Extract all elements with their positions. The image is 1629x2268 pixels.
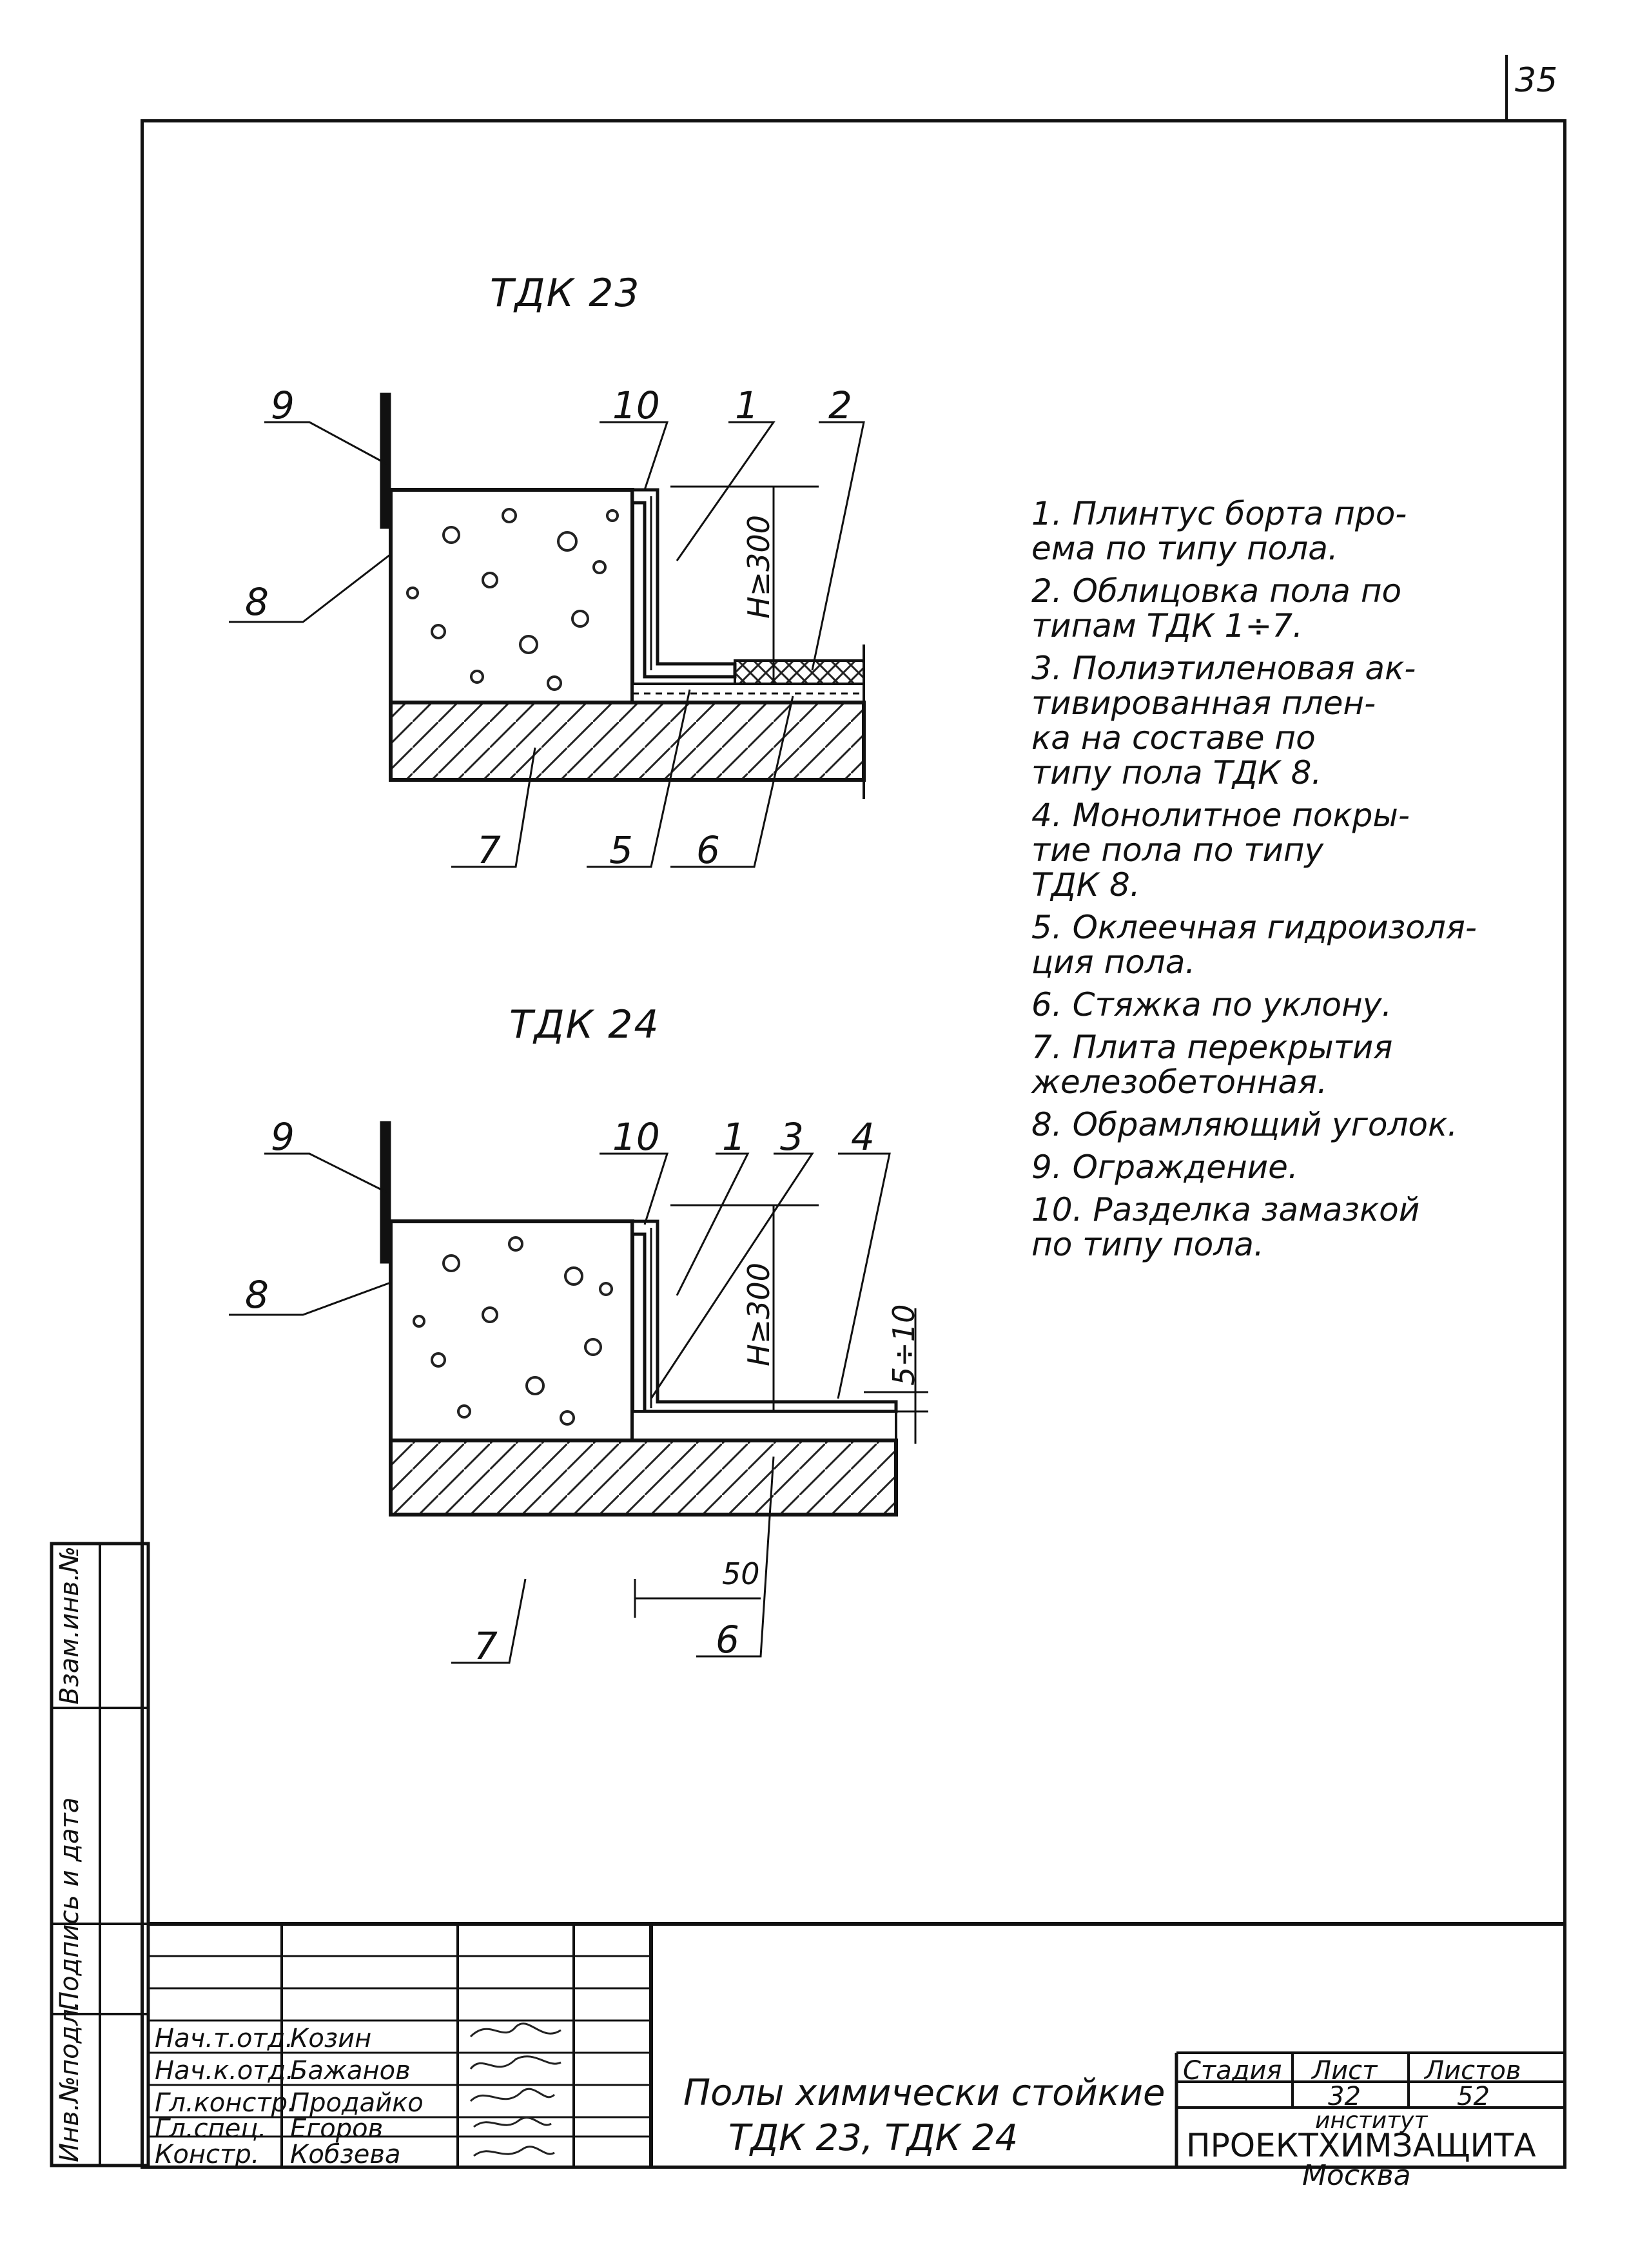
name-egorov: Егоров	[290, 2114, 384, 2144]
curb-block	[389, 1219, 634, 1442]
document-subtitle: ТДК 23, ТДК 24	[728, 2117, 1019, 2159]
legend-item-2: 2. Облицовка пола по типам ТДК 1÷7.	[1031, 572, 1402, 645]
callout-6: 6	[696, 828, 720, 872]
drawing-frame	[141, 119, 1566, 2169]
curb-aggregate	[413, 1236, 613, 1426]
callout-8: 8	[245, 1273, 269, 1317]
diagram-title-tdk23: ТДК 23	[490, 271, 641, 316]
institute-name: ПРОЕКТХИМЗАЩИТА	[1186, 2127, 1536, 2164]
legend-item-10: 10. Разделка замазкой по типу пола.	[1031, 1191, 1420, 1263]
callout-1: 1	[735, 383, 759, 427]
callout-6: 6	[716, 1618, 739, 1662]
callout-9: 9	[271, 383, 295, 427]
stage-label: Стадия	[1183, 2056, 1282, 2086]
legend-item-7: 7. Плита перекрытия железобетонная.	[1031, 1029, 1393, 1101]
title-block-grid	[50, 1542, 1563, 2169]
callout-7: 7	[477, 828, 501, 872]
screed-layer	[631, 1410, 897, 1442]
name-kobzeva: Кобзева	[290, 2140, 401, 2169]
callout-10: 10	[612, 1115, 660, 1159]
section-tdk23	[229, 393, 866, 868]
legend-item-6: 6. Стяжка по уклону.	[1031, 986, 1392, 1023]
role-head-dept: Нач.т.отд.	[155, 2024, 294, 2053]
institute-city: Москва	[1302, 2159, 1411, 2192]
role-head-design: Нач.к.отд.	[155, 2056, 294, 2086]
role-chief-specialist: Гл.спец.	[155, 2114, 267, 2144]
callout-4: 4	[851, 1115, 875, 1159]
name-bazhanov: Бажанов	[290, 2056, 411, 2086]
sheets-value: 52	[1457, 2082, 1490, 2111]
floor-slab	[389, 701, 866, 782]
callout-5: 5	[609, 828, 633, 872]
dimension-50: 50	[722, 1556, 760, 1591]
legend-item-1: 1. Плинтус борта про- ема по типу пола.	[1031, 495, 1407, 567]
name-kozin: Козин	[290, 2024, 372, 2053]
floor-slab	[389, 1439, 898, 1517]
legend-item-5: 5. Оклеечная гидроизоля- ция пола.	[1031, 909, 1477, 981]
diagram-title-tdk24: ТДК 24	[509, 1002, 660, 1047]
legend-item-9: 9. Ограждение.	[1031, 1149, 1298, 1186]
page-number: 35	[1515, 61, 1558, 100]
sheet-label: Лист	[1312, 2056, 1378, 2086]
name-prodaiko: Продайко	[290, 2088, 424, 2118]
callout-10: 10	[612, 383, 660, 427]
sheets-label: Листов	[1425, 2056, 1521, 2086]
callout-3: 3	[780, 1115, 804, 1159]
legend-item-3: 3. Полиэтиленовая ак- тивированная плен-…	[1031, 650, 1416, 791]
role-constructor: Констр.	[155, 2140, 260, 2169]
legend: 1. Плинтус борта про- ема по типу пола. …	[1031, 496, 1560, 1262]
institute-label: институт	[1315, 2108, 1428, 2134]
callout-9: 9	[271, 1115, 295, 1159]
callout-7: 7	[474, 1624, 498, 1668]
sheet-value: 32	[1328, 2082, 1361, 2111]
legend-item-8: 8. Обрамляющий уголок.	[1031, 1106, 1458, 1143]
callout-1: 1	[722, 1115, 746, 1159]
legend-item-4: 4. Монолитное покры- тие пола по типу ТД…	[1031, 797, 1410, 904]
page-number-rule	[1505, 55, 1508, 119]
role-chief-constructor: Гл.констр.	[155, 2088, 296, 2118]
callout-2: 2	[828, 383, 852, 427]
callout-8: 8	[245, 580, 269, 624]
document-title: Полы химически стойкие	[683, 2072, 1166, 2114]
curb-aggregate	[406, 508, 619, 691]
section-tdk24	[229, 1121, 928, 1664]
